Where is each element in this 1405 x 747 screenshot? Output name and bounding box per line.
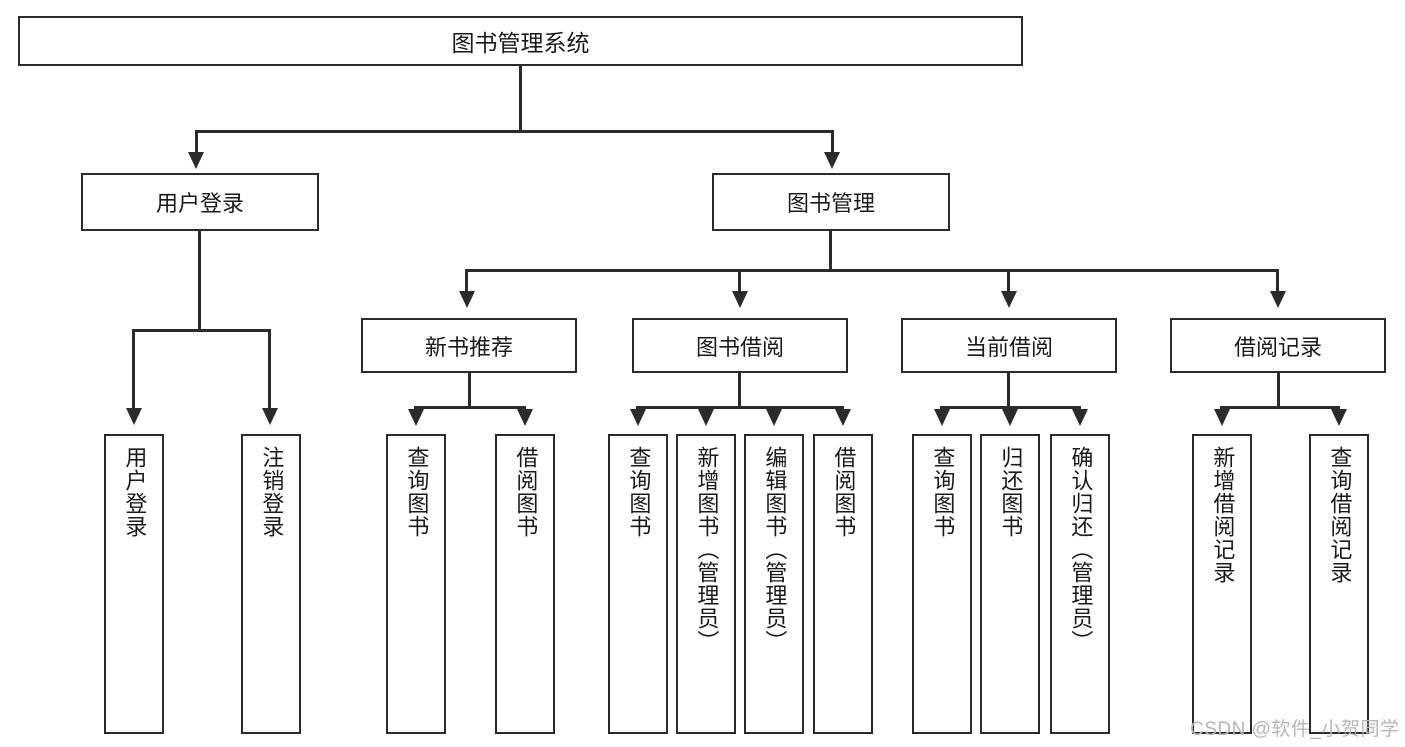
node-label: 查询图书 bbox=[626, 446, 652, 538]
node-label: 当前借阅 bbox=[964, 334, 1053, 360]
arrowhead-current-borrow bbox=[1001, 291, 1017, 308]
leaf-user-login[interactable]: 用户登录 bbox=[104, 434, 164, 734]
node-label: 图书借阅 bbox=[695, 334, 784, 360]
leaf-cb-query-book[interactable]: 查询图书 bbox=[912, 434, 972, 734]
arrowhead-bb-leaf-1 bbox=[630, 409, 646, 426]
node-label: 编辑图书（管理员） bbox=[762, 446, 788, 653]
connector-book-borrow-stem bbox=[738, 373, 741, 408]
connector-book-borrow-bus bbox=[637, 406, 843, 409]
leaf-br-query-record[interactable]: 查询借阅记录 bbox=[1309, 434, 1369, 734]
arrowhead-nbr-leaf-2 bbox=[517, 409, 533, 426]
csdn-watermark: CSDN @软件_小贺同学 bbox=[1190, 719, 1400, 740]
leaf-nbr-borrow-book[interactable]: 借阅图书 bbox=[495, 434, 555, 734]
arrowhead-borrow-record bbox=[1270, 291, 1286, 308]
node-label: 注销登录 bbox=[259, 446, 285, 538]
node-label: 借阅图书 bbox=[513, 446, 539, 538]
connector-level3-bus bbox=[466, 269, 1278, 272]
connector-borrow-record-bus bbox=[1221, 406, 1339, 409]
leaf-cb-return-book[interactable]: 归还图书 bbox=[980, 434, 1040, 734]
connector-book-management-stem bbox=[829, 231, 832, 271]
node-new-book-recommend[interactable]: 新书推荐 bbox=[361, 318, 577, 373]
node-label: 图书管理系统 bbox=[451, 30, 590, 56]
arrowhead-nbr-leaf-1 bbox=[408, 409, 424, 426]
node-user-login[interactable]: 用户登录 bbox=[81, 173, 319, 231]
leaf-br-add-record[interactable]: 新增借阅记录 bbox=[1192, 434, 1252, 734]
node-label: 借阅记录 bbox=[1233, 334, 1322, 360]
node-root-book-management-system[interactable]: 图书管理系统 bbox=[18, 16, 1023, 66]
connector-to-new-book-recommend bbox=[465, 269, 468, 294]
arrowhead-book-management bbox=[824, 152, 840, 169]
connector-user-login-stem bbox=[198, 231, 201, 331]
node-book-management[interactable]: 图书管理 bbox=[712, 173, 950, 231]
connector-current-borrow-stem bbox=[1007, 373, 1010, 408]
leaf-bb-borrow-book[interactable]: 借阅图书 bbox=[813, 434, 873, 734]
connector-root-stem bbox=[519, 66, 522, 132]
arrowhead-book-borrow bbox=[732, 291, 748, 308]
arrowhead-cb-leaf-1 bbox=[934, 409, 950, 426]
leaf-bb-add-book-admin[interactable]: 新增图书（管理员） bbox=[676, 434, 736, 734]
node-label: 用户登录 bbox=[155, 191, 244, 216]
connector-to-borrow-record bbox=[1276, 269, 1279, 294]
connector-to-current-borrow bbox=[1007, 269, 1010, 294]
arrowhead-user-login bbox=[188, 152, 204, 169]
arrowhead-new-book-recommend bbox=[459, 291, 475, 308]
arrowhead-br-leaf-2 bbox=[1331, 409, 1347, 426]
node-label: 确认归还（管理员） bbox=[1068, 446, 1094, 653]
leaf-logout[interactable]: 注销登录 bbox=[241, 434, 301, 734]
node-borrow-record[interactable]: 借阅记录 bbox=[1170, 318, 1386, 373]
connector-root-to-user-login bbox=[195, 130, 198, 155]
node-current-borrow[interactable]: 当前借阅 bbox=[901, 318, 1117, 373]
node-label: 新增图书（管理员） bbox=[694, 446, 720, 653]
leaf-bb-query-book[interactable]: 查询图书 bbox=[608, 434, 668, 734]
node-book-borrow[interactable]: 图书借阅 bbox=[632, 318, 848, 373]
arrowhead-bb-leaf-2 bbox=[698, 409, 714, 426]
node-label: 新增借阅记录 bbox=[1210, 446, 1236, 584]
connector-user-login-bus bbox=[133, 329, 270, 332]
leaf-nbr-query-book[interactable]: 查询图书 bbox=[386, 434, 446, 734]
connector-user-login-left bbox=[132, 329, 135, 411]
arrowhead-cb-leaf-2 bbox=[1002, 409, 1018, 426]
arrowhead-leaf-logout bbox=[262, 408, 278, 425]
arrowhead-br-leaf-1 bbox=[1214, 409, 1230, 426]
connector-root-to-book-management bbox=[831, 130, 834, 155]
node-label: 图书管理 bbox=[786, 191, 875, 216]
node-label: 新书推荐 bbox=[424, 334, 513, 360]
node-label: 归还图书 bbox=[998, 446, 1024, 538]
node-label: 借阅图书 bbox=[831, 446, 857, 538]
connector-root-bus bbox=[196, 130, 834, 133]
connector-to-book-borrow bbox=[738, 269, 741, 294]
node-label: 查询借阅记录 bbox=[1327, 446, 1353, 584]
connector-borrow-record-stem bbox=[1277, 373, 1280, 408]
connector-user-login-right bbox=[268, 329, 271, 411]
arrowhead-bb-leaf-4 bbox=[835, 409, 851, 426]
arrowhead-bb-leaf-3 bbox=[766, 409, 782, 426]
node-label: 用户登录 bbox=[122, 446, 148, 538]
leaf-cb-confirm-return-admin[interactable]: 确认归还（管理员） bbox=[1050, 434, 1110, 734]
leaf-bb-edit-book-admin[interactable]: 编辑图书（管理员） bbox=[744, 434, 804, 734]
arrowhead-leaf-user-login bbox=[126, 408, 142, 425]
connector-new-book-recommend-stem bbox=[468, 373, 471, 408]
node-label: 查询图书 bbox=[930, 446, 956, 538]
connector-new-book-recommend-bus bbox=[415, 406, 525, 409]
arrowhead-cb-leaf-3 bbox=[1072, 409, 1088, 426]
node-label: 查询图书 bbox=[404, 446, 430, 538]
